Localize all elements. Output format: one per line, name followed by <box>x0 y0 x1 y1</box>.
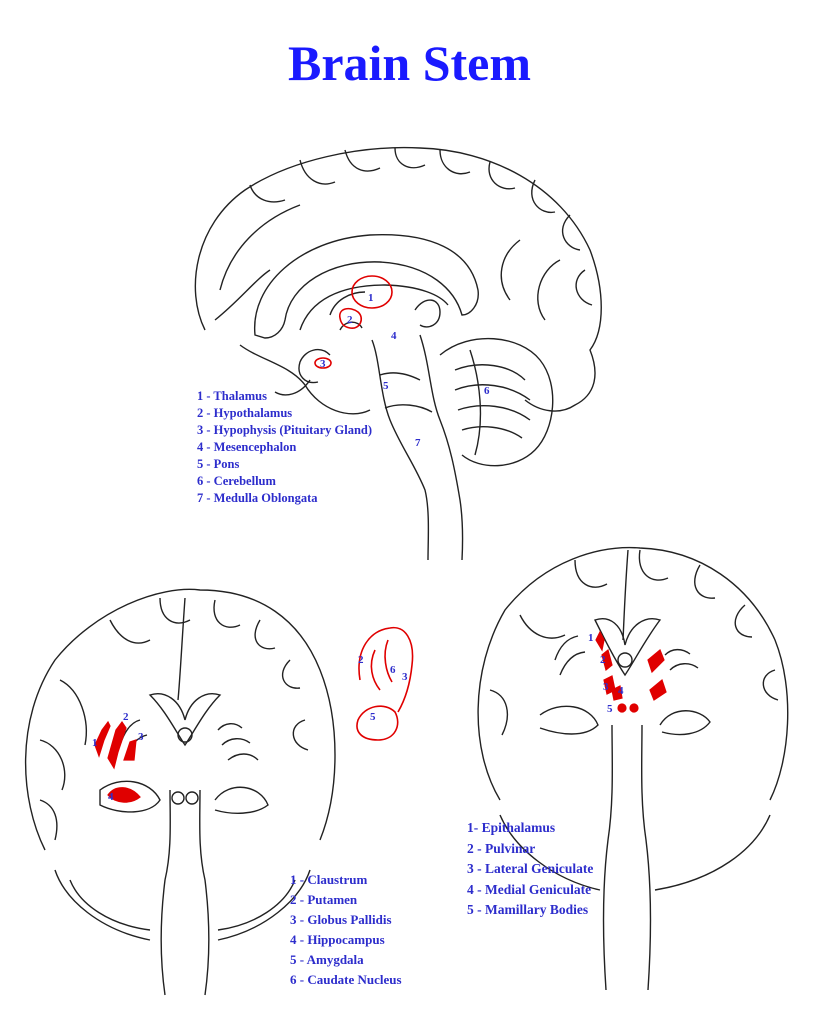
marker-lateral-geniculate: 3 <box>603 681 609 693</box>
marker-hypothalamus: 2 <box>347 314 353 326</box>
epithalamus-highlight <box>595 630 605 652</box>
coronal-right-legend: 1- Epithalamus 2 - Pulvinar 3 - Lateral … <box>467 818 593 921</box>
legend-item: 2 - Pulvinar <box>467 840 536 856</box>
marker-mamillary: 5 <box>607 703 613 715</box>
claustrum-highlight <box>94 720 111 758</box>
inset-marker-putamen: 2 <box>358 654 364 666</box>
legend-item: 1 - Claustrum <box>290 872 368 887</box>
coronal-right-brain-drawing <box>477 546 789 991</box>
marker-globus-pallidus: 3 <box>138 731 144 743</box>
legend-item: 6 - Cerebellum <box>197 474 276 488</box>
legend-item: 3 - Lateral Geniculate <box>467 861 594 876</box>
inset-marker-globus: 3 <box>402 671 408 683</box>
legend-item: 5 - Mamillary Bodies <box>467 902 589 917</box>
marker-claustrum: 1 <box>92 737 98 749</box>
marker-epithalamus: 1 <box>588 632 594 644</box>
marker-hypophysis: 3 <box>320 358 326 370</box>
putamen-highlight <box>107 720 127 770</box>
marker-hippocampus: 4 <box>108 791 114 803</box>
marker-cerebellum: 6 <box>484 385 490 397</box>
coronal-left-highlights <box>94 720 141 803</box>
inset-drawing <box>356 626 414 741</box>
coronal-left-legend: 1 - Claustrum 2 - Putamen 3 - Globus Pal… <box>290 870 402 990</box>
legend-item: 4 - Hippocampus <box>290 932 385 947</box>
legend-item: 3 - Globus Pallidis <box>290 912 392 927</box>
legend-item: 1 - Thalamus <box>197 389 267 403</box>
sagittal-highlights <box>314 275 393 369</box>
legend-item: 1- Epithalamus <box>467 820 556 835</box>
legend-item: 5 - Pons <box>197 457 240 471</box>
page-title: Brain Stem <box>287 35 532 91</box>
globus-pallidus-highlight <box>123 739 137 761</box>
sagittal-legend: 1 - Thalamus 2 - Hypothalamus 3 - Hypoph… <box>197 388 372 507</box>
inset-marker-amygdala: 5 <box>370 711 376 723</box>
marker-thalamus: 1 <box>368 292 374 304</box>
marker-medial-geniculate: 4 <box>618 685 624 697</box>
coronal-right-highlights <box>595 630 667 713</box>
marker-putamen: 2 <box>123 711 129 723</box>
legend-item: 2 - Hypothalamus <box>197 406 293 420</box>
sagittal-markers: 1 2 3 4 5 6 7 <box>320 292 490 449</box>
thalamus-highlight <box>351 275 393 309</box>
legend-item: 4 - Medial Geniculate <box>467 881 592 897</box>
legend-item: 3 - Hypophysis (Pituitary Gland) <box>197 423 373 437</box>
marker-medulla: 7 <box>415 437 421 449</box>
hippocampus-highlight <box>107 787 141 803</box>
pulvinar-highlight <box>601 648 613 672</box>
marker-mesencephalon: 4 <box>391 330 397 342</box>
legend-item: 6 - Caudate Nucleus <box>290 972 402 987</box>
medial-geniculate-highlight <box>611 685 623 701</box>
mamillary-body-right <box>629 703 639 713</box>
coronal-left-brain-drawing <box>24 588 336 996</box>
marker-pons: 5 <box>383 380 389 392</box>
mamillary-body-left <box>617 703 627 713</box>
hypophysis-highlight <box>314 357 332 369</box>
legend-item: 2 - Putamen <box>290 892 358 907</box>
inset-markers: 2 6 3 5 <box>358 654 408 723</box>
marker-pulvinar: 2 <box>600 654 606 666</box>
coronal-left-markers: 1 2 3 4 <box>92 711 144 803</box>
sagittal-brain-drawing <box>194 146 602 561</box>
legend-item: 7 - Medulla Oblongata <box>197 491 318 505</box>
inset-marker-caudate: 6 <box>390 664 396 676</box>
hypothalamus-highlight <box>339 307 362 329</box>
coronal-right-markers: 1 2 3 4 5 <box>588 632 624 715</box>
legend-item: 4 - Mesencephalon <box>197 440 297 454</box>
legend-item: 5 - Amygdala <box>290 952 364 967</box>
